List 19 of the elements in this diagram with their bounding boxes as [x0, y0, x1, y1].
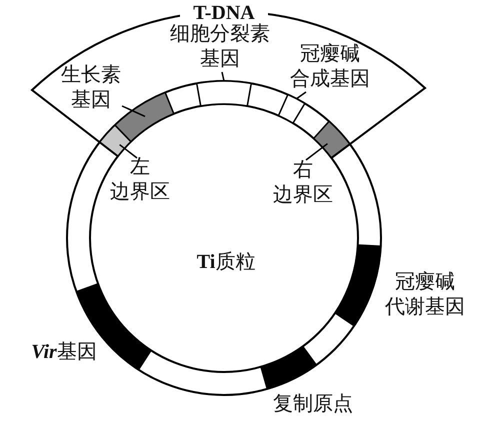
- gene-label: Vir基因: [30, 340, 98, 365]
- leader-line: [122, 105, 146, 118]
- gene-segment: [260, 346, 318, 390]
- border-segment: [312, 120, 351, 159]
- gene-label: 冠瘿碱代谢基因: [384, 270, 466, 320]
- leader-line: [306, 143, 328, 161]
- gene-label: 左边界区: [100, 155, 180, 205]
- gene-segment: [278, 94, 306, 124]
- gene-segment: [196, 80, 252, 107]
- gene-segment: [114, 92, 175, 142]
- gene-segment: [76, 283, 152, 370]
- leader-line: [221, 72, 225, 82]
- gene-label: 生长素基因: [50, 63, 132, 113]
- leader-line: [296, 91, 306, 100]
- gene-segment: [334, 244, 382, 327]
- plasmid-label: Ti质粒: [196, 250, 256, 275]
- leader-line: [119, 144, 138, 159]
- gene-label: 右边界区: [263, 158, 343, 208]
- gene-label: 复制原点: [272, 392, 354, 417]
